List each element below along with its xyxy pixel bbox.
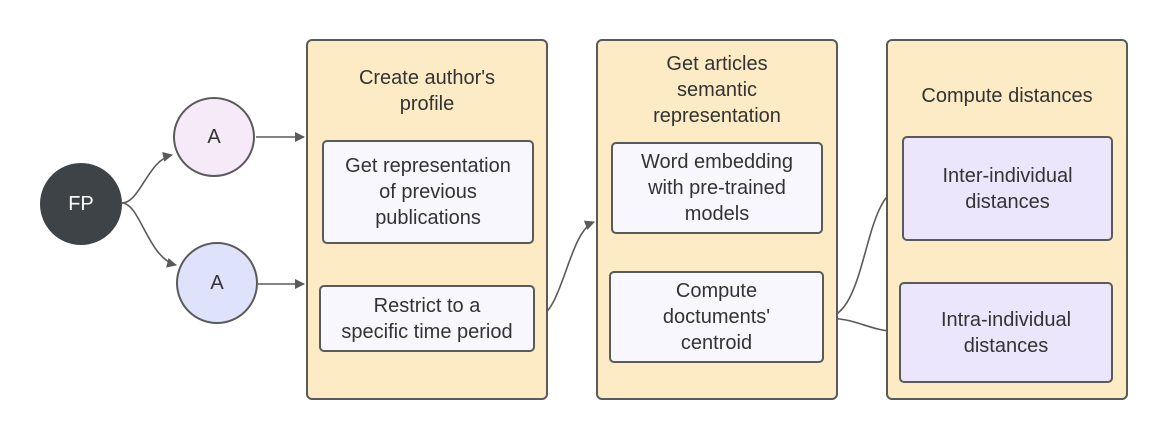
panel-create-profile-title: Create author's profile xyxy=(358,67,496,115)
author-top-label: A xyxy=(207,125,221,148)
panel-distances-title: Compute distances xyxy=(921,85,1093,107)
author-node-bottom: A xyxy=(176,242,258,324)
author-node-top: A xyxy=(173,97,255,177)
box-get-representation: Get representation of previous publicati… xyxy=(322,140,534,244)
box-intra-individual: Intra-individual distances xyxy=(899,282,1113,383)
arrow-fp-to-a-top xyxy=(121,151,173,204)
fp-label: FP xyxy=(68,192,94,215)
box-word-embedding: Word embedding with pre-trained models xyxy=(611,142,823,234)
box-restrict-time-period: Restrict to a specific time period xyxy=(319,285,535,352)
box-inter-individual: Inter-individual distances xyxy=(902,136,1113,241)
fp-node: FP xyxy=(40,163,122,245)
box-compute-centroid: Compute doctuments' centroid xyxy=(609,271,824,363)
arrow-fp-to-a-bottom xyxy=(121,202,177,268)
panel-semantic-title: Get articles semantic representation xyxy=(653,53,781,127)
author-bottom-label: A xyxy=(210,271,224,294)
